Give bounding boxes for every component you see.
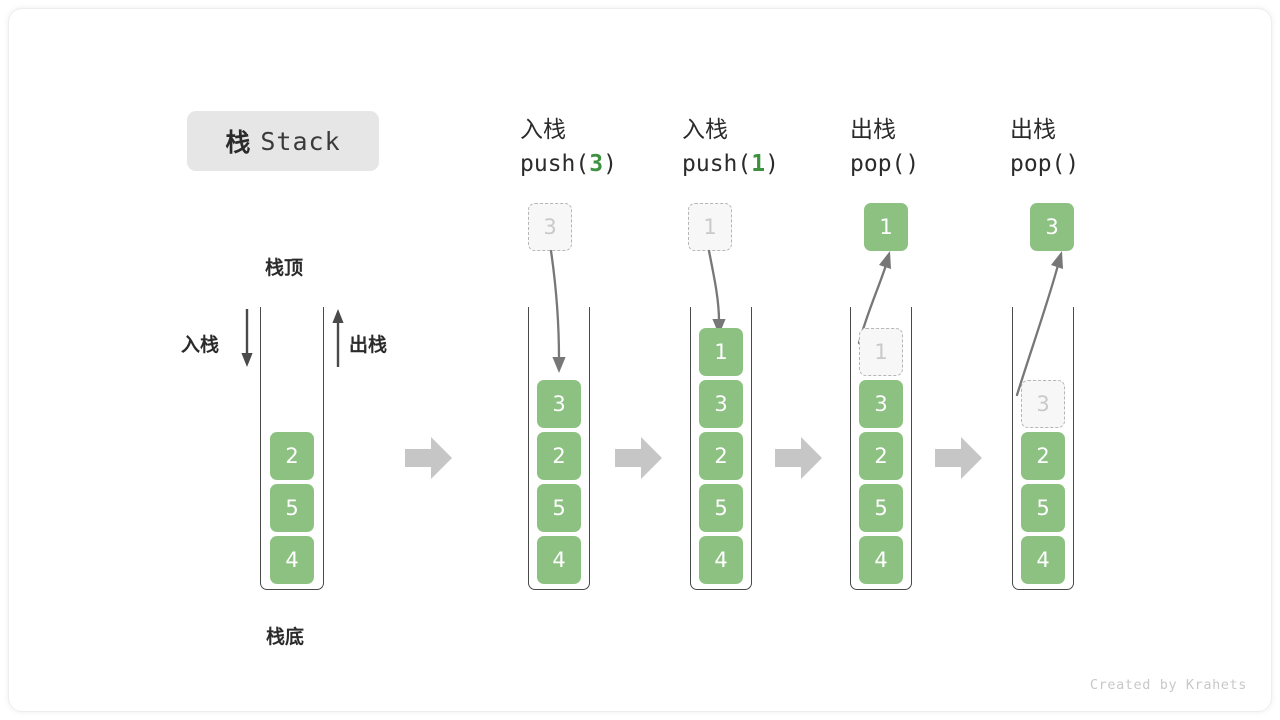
sig-prefix: pop( xyxy=(850,151,906,177)
push-direction-arrow-icon xyxy=(238,309,256,369)
stack-cell: 2 xyxy=(537,432,581,480)
stack-cell: 3 xyxy=(699,380,743,428)
stack-cell: 5 xyxy=(1021,484,1065,532)
pop-direction-label: 出栈 xyxy=(349,334,388,356)
diagram-card: 栈 Stack 栈顶 栈底 入栈 出栈 2 5 4 xyxy=(8,8,1272,712)
credit-text: Created by Krahets xyxy=(1089,677,1247,693)
stack-cell: 5 xyxy=(699,484,743,532)
stack-cell: 5 xyxy=(270,484,314,532)
stack-container-step-4 xyxy=(1012,307,1074,590)
diagram-stage: 栈 Stack 栈顶 栈底 入栈 出栈 2 5 4 xyxy=(9,9,1271,711)
stack-cell: 5 xyxy=(537,484,581,532)
stack-cell: 2 xyxy=(859,432,903,480)
stack-cell: 4 xyxy=(699,536,743,584)
push-curve-arrow-icon xyxy=(669,247,779,357)
step-header-push-3: 入栈 push(3) xyxy=(520,113,670,181)
step-signature: push(3) xyxy=(520,147,670,181)
sig-prefix: push( xyxy=(682,151,752,177)
step-header-push-1: 入栈 push(1) xyxy=(682,113,832,181)
title-en: Stack xyxy=(260,126,341,156)
sig-suffix: ) xyxy=(765,151,779,177)
stack-container-initial xyxy=(260,307,324,590)
sig-suffix: ) xyxy=(603,151,617,177)
stack-cell: 4 xyxy=(1021,536,1065,584)
stack-cell: 2 xyxy=(270,432,314,480)
sig-suffix: ) xyxy=(1065,151,1080,177)
stack-cell: 4 xyxy=(859,536,903,584)
push-curve-arrow-icon xyxy=(509,247,619,387)
floating-element-ghost: 1 xyxy=(688,203,732,251)
sig-suffix: ) xyxy=(905,151,920,177)
sig-prefix: push( xyxy=(520,151,590,177)
step-op-label: 出栈 xyxy=(1010,117,1056,143)
stack-bottom-label: 栈底 xyxy=(266,626,305,648)
step-signature: pop() xyxy=(850,147,1000,181)
sig-arg: 3 xyxy=(589,151,604,177)
sig-prefix: pop( xyxy=(1010,151,1066,177)
stack-cell: 1 xyxy=(699,328,743,376)
flow-arrow-icon xyxy=(405,437,452,479)
stack-cell-ghost: 3 xyxy=(1021,380,1065,428)
pop-direction-arrow-icon xyxy=(329,309,347,369)
stack-container-step-2 xyxy=(690,307,752,590)
step-header-pop-1: 出栈 pop() xyxy=(850,113,1000,181)
floating-element-popped: 3 xyxy=(1030,203,1074,251)
push-direction-label: 入栈 xyxy=(181,334,220,356)
flow-arrow-icon xyxy=(935,437,982,479)
step-op-label: 入栈 xyxy=(520,117,566,143)
stack-cell: 4 xyxy=(270,536,314,584)
step-signature: push(1) xyxy=(682,147,832,181)
stack-top-label: 栈顶 xyxy=(265,257,304,279)
flow-arrow-icon xyxy=(775,437,822,479)
step-header-pop-3: 出栈 pop() xyxy=(1010,113,1160,181)
floating-element-ghost: 3 xyxy=(528,203,572,251)
flow-arrow-icon xyxy=(615,437,662,479)
stack-cell: 4 xyxy=(537,536,581,584)
stack-cell: 2 xyxy=(1021,432,1065,480)
stack-cell: 3 xyxy=(537,380,581,428)
pop-curve-arrow-icon xyxy=(994,247,1114,407)
stack-cell: 3 xyxy=(859,380,903,428)
title-cn: 栈 xyxy=(225,128,251,157)
stack-container-step-3 xyxy=(850,307,912,590)
stack-cell: 2 xyxy=(699,432,743,480)
step-op-label: 出栈 xyxy=(850,117,896,143)
stack-cell: 5 xyxy=(859,484,903,532)
floating-element-popped: 1 xyxy=(864,203,908,251)
title-badge: 栈 Stack xyxy=(187,111,379,171)
step-signature: pop() xyxy=(1010,147,1160,181)
stack-cell-ghost: 1 xyxy=(859,328,903,376)
step-op-label: 入栈 xyxy=(682,117,728,143)
sig-arg: 1 xyxy=(751,151,766,177)
stack-container-step-1 xyxy=(528,307,590,590)
